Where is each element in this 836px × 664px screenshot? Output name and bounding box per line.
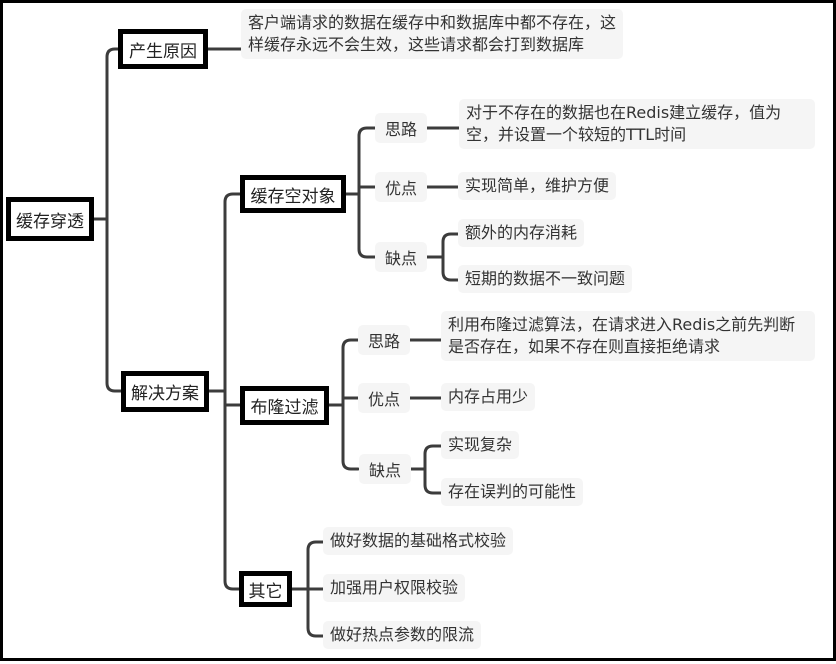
- other-label: 其它: [248, 581, 283, 602]
- other-item[interactable]: 做好热点参数的限流: [323, 621, 482, 649]
- empty-object-idea-label[interactable]: 思路: [375, 113, 427, 143]
- bloom-filter-node[interactable]: 布隆过滤: [240, 386, 329, 425]
- connector-line: [357, 192, 377, 259]
- cause-text[interactable]: 客户端请求的数据在缓存中和数据库中都不存在，这样缓存永远不会生效，这些请求都会打…: [241, 9, 623, 59]
- bloom-idea-text[interactable]: 利用布隆过滤算法，在请求进入Redis之前先判断是否存在，如果不存在则直接拒绝请…: [441, 311, 815, 361]
- connector-line: [423, 444, 443, 471]
- bloom-pros-text[interactable]: 内存占用少: [441, 383, 536, 411]
- empty-object-cons-item[interactable]: 短期的数据不一致问题: [458, 265, 633, 293]
- bloom-cons-item[interactable]: 实现复杂: [441, 431, 520, 459]
- connector-line: [105, 217, 123, 393]
- bloom-cons-item[interactable]: 存在误判的可能性: [441, 478, 584, 506]
- bloom-idea-label[interactable]: 思路: [358, 325, 410, 355]
- cause-label: 产生原因: [129, 41, 197, 62]
- connector-line: [341, 338, 360, 407]
- connector-line: [105, 47, 123, 221]
- connector-line: [423, 467, 443, 495]
- empty-object-node[interactable]: 缓存空对象: [240, 175, 346, 213]
- solutions-node[interactable]: 解决方案: [121, 371, 209, 412]
- connector-line: [306, 540, 325, 591]
- cause-node[interactable]: 产生原因: [118, 29, 208, 69]
- empty-object-pros-label[interactable]: 优点: [375, 172, 427, 202]
- empty-object-idea-text[interactable]: 对于不存在的数据也在Redis建立缓存，值为空，并设置一个较短的TTL时间: [459, 99, 815, 149]
- connector-line: [357, 126, 377, 196]
- solutions-label: 解决方案: [131, 384, 199, 404]
- connector-line: [223, 192, 242, 393]
- empty-object-label: 缓存空对象: [250, 186, 336, 207]
- other-item[interactable]: 做好数据的基础格式校验: [323, 527, 514, 555]
- root-label: 缓存穿透: [16, 211, 84, 232]
- root-node[interactable]: 缓存穿透: [6, 197, 94, 241]
- connector-line: [441, 232, 460, 259]
- bloom-cons-label[interactable]: 缺点: [359, 454, 411, 484]
- bloom-filter-label: 布隆过滤: [250, 398, 319, 418]
- other-item[interactable]: 加强用户权限校验: [323, 574, 466, 602]
- empty-object-cons-item[interactable]: 额外的内存消耗: [458, 219, 585, 247]
- empty-object-cons-label[interactable]: 缺点: [375, 242, 427, 272]
- connector-line: [306, 587, 325, 638]
- connector-line: [341, 403, 360, 471]
- bloom-pros-label[interactable]: 优点: [358, 383, 410, 413]
- empty-object-pros-text[interactable]: 实现简单，维护方便: [458, 172, 617, 200]
- connector-lines: [92, 47, 461, 638]
- other-node[interactable]: 其它: [239, 571, 292, 607]
- connector-line: [441, 255, 460, 282]
- connector-line: [223, 389, 242, 591]
